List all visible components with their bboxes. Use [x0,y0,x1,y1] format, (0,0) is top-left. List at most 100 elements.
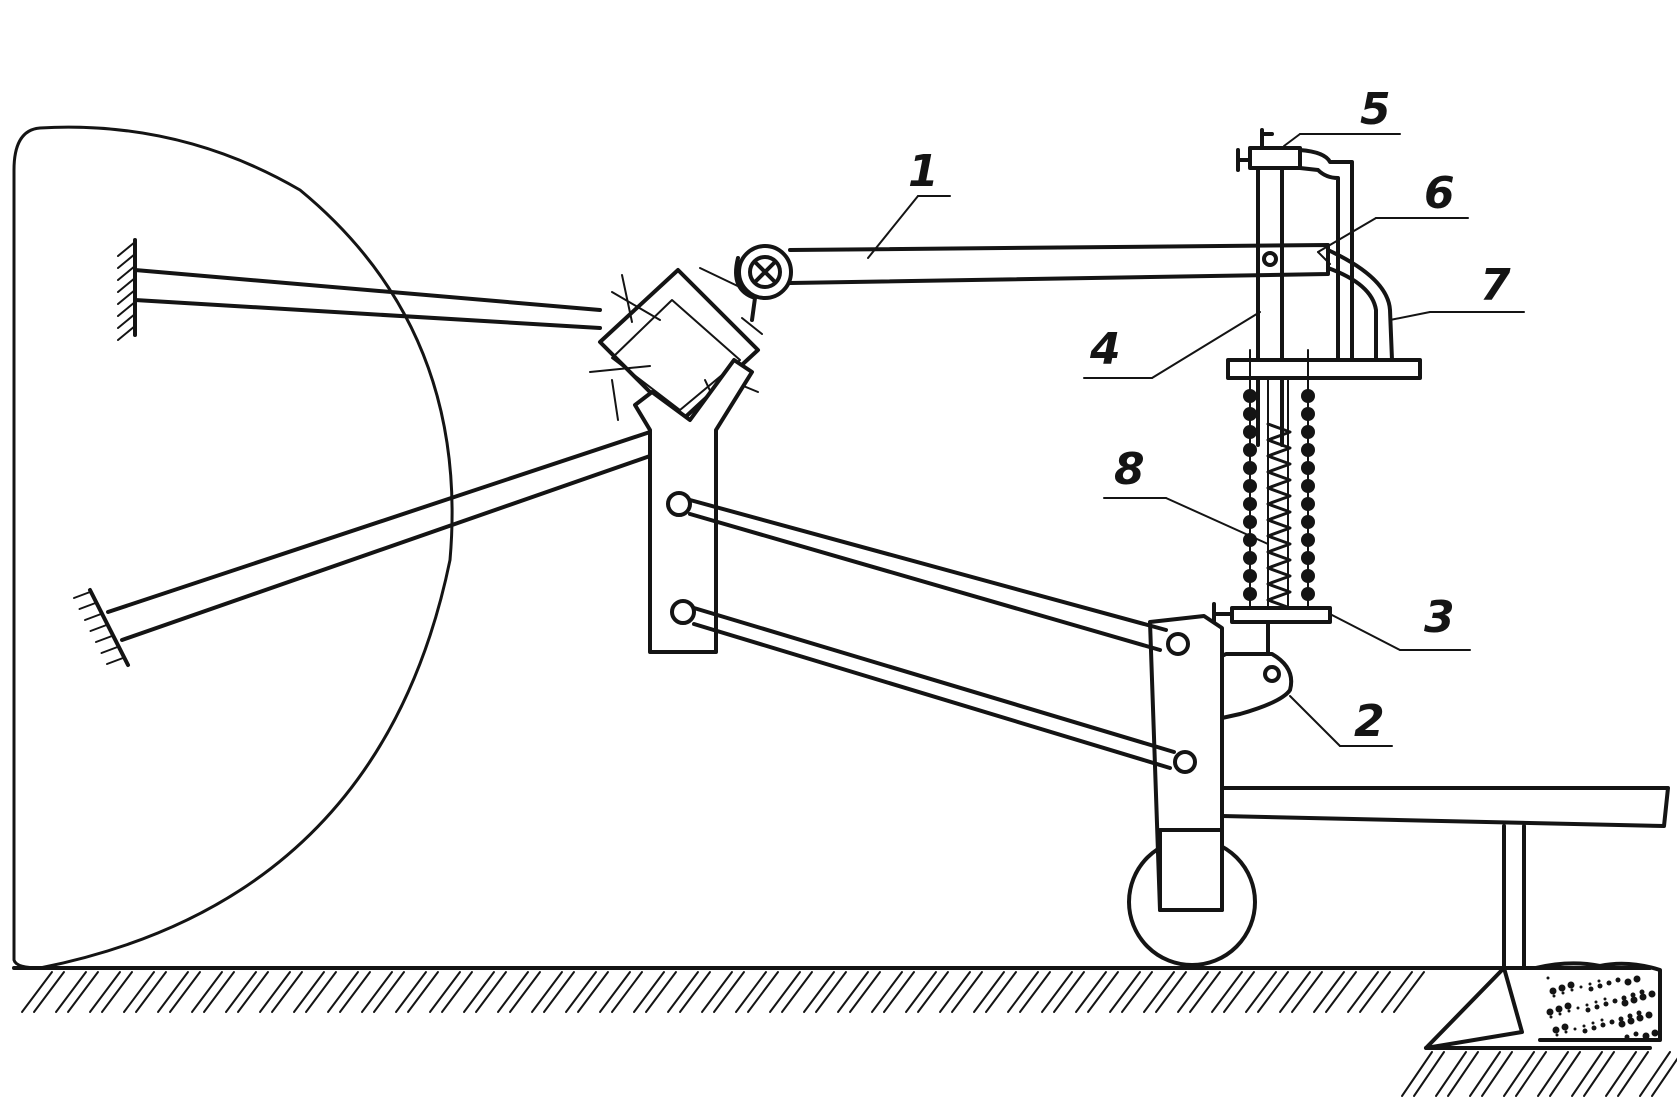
mount-hatch-stroke [117,289,136,305]
ground-hatch-stroke [225,971,257,1013]
ground-hatch-stroke [203,971,235,1013]
mount-hatch-stroke [117,241,136,257]
ground-hatch-stroke [361,971,393,1013]
ground-hatch-stroke [395,971,427,1013]
spring-bead [1301,569,1315,583]
ground-hatch-stroke [951,971,983,1013]
post-hole-bottom [1173,750,1197,774]
ground-hatch-stroke [1223,971,1255,1013]
mount-hatch-stroke [117,277,136,293]
ground-hatch-stroke [327,971,359,1013]
ground-hatch-stroke [1109,971,1141,1013]
soil-particle [1621,999,1629,1007]
ground-hatch-stroke [1177,971,1209,1013]
ground-hatch-stroke [1503,1051,1535,1097]
ground-hatch-stroke [735,971,767,1013]
soil-particle [1570,988,1574,992]
soil-particle [1585,1007,1591,1013]
ground-hatch-stroke [1313,971,1345,1013]
soil-particle [1582,1024,1586,1028]
mount-hatch-stroke [95,635,113,643]
soil-particle [1597,979,1601,983]
soil-particle [1597,983,1603,989]
ground-hatch-stroke [339,971,371,1013]
spring-bead [1301,443,1315,457]
soil-particle [1546,1008,1554,1016]
ground-hatch-stroke [849,971,881,1013]
soil-particle [1585,1003,1589,1007]
soil-mound [1534,961,1662,1042]
soil-particle [1552,1026,1560,1034]
ground-hatch-stroke [509,971,541,1013]
ground-hatch-stroke [1537,1051,1569,1097]
ground-hatch-stroke [67,971,99,1013]
bent-rod-7-lower [1326,248,1394,362]
ground-hatch-stroke [55,971,87,1013]
spring-bead [1243,425,1257,439]
soil-particle [1639,993,1647,1001]
top-screw-5 [1236,128,1274,172]
ground-hatch-stroke [1075,971,1107,1013]
frame-post-front [1158,828,1224,912]
soil-particle [1594,1004,1600,1010]
ground-hatch-stroke [1435,1051,1467,1097]
soil-particle [1561,1023,1569,1031]
ground-hatch-stroke [441,971,473,1013]
ground-hatching [21,971,1425,1013]
ground-hatch-stroke [713,971,745,1013]
ground-hatch-stroke [1189,971,1221,1013]
ground-hatch-stroke [985,971,1017,1013]
spring-bead [1301,551,1315,565]
soil-particle [1633,1031,1639,1037]
ground-hatch-stroke [633,971,665,1013]
ground-hatch-stroke [883,971,915,1013]
soil-particle [1606,980,1612,986]
lower-plate-screw [1212,602,1234,626]
top-clamp-5 [1248,146,1302,170]
ground-hatch-stroke [135,971,167,1013]
ground-hatch-stroke [679,971,711,1013]
upper-link-bar [133,268,602,330]
ground-hatch-stroke [543,971,575,1013]
clamp-mark-6 [1317,251,1331,265]
ground-hatch-stroke [157,971,189,1013]
soil-particle [1588,982,1592,986]
ground-hatch-stroke [1549,1051,1581,1097]
soil-particle [1618,1020,1626,1028]
soil-particle [1615,977,1621,983]
ground-hatch-stroke [1481,1051,1513,1097]
ground-hatch-stroke [89,971,121,1013]
bracket-hole-bottom [670,599,696,625]
spring-bead [1301,533,1315,547]
soil-particle [1561,991,1565,995]
ground-hatch-stroke [531,971,563,1013]
ground-hatch-stroke [1245,971,1277,1013]
soil-particle [1549,1015,1553,1019]
ground-hatch-stroke [33,971,65,1013]
spring-bead [1243,551,1257,565]
ground-hatch-stroke [1257,971,1289,1013]
soil-particle [1603,997,1607,1001]
upper-parallel-link [688,498,1168,652]
ground-hatch-stroke [1515,1051,1547,1097]
ground-hatch-stroke [747,971,779,1013]
ground-hatch-stroke [837,971,869,1013]
ground-hatch-stroke [973,971,1005,1013]
ground-hatch-stroke [1413,1051,1445,1097]
spring-bead [1301,407,1315,421]
ground-hatching-right [1401,1051,1677,1097]
soil-particle [1552,994,1556,998]
ground-hatch-stroke [1651,1057,1677,1097]
soil-particle [1624,978,1632,986]
ground-hatch-stroke [1325,971,1357,1013]
ear-bracket-hole [1263,665,1281,683]
spring-bead [1243,515,1257,529]
ground-hatch-stroke [1087,971,1119,1013]
spring-bead [1243,479,1257,493]
soil-particle [1573,1027,1577,1031]
ground-hatch-stroke [1279,971,1311,1013]
spring-bead [1301,425,1315,439]
ground-hatch-stroke [305,971,337,1013]
